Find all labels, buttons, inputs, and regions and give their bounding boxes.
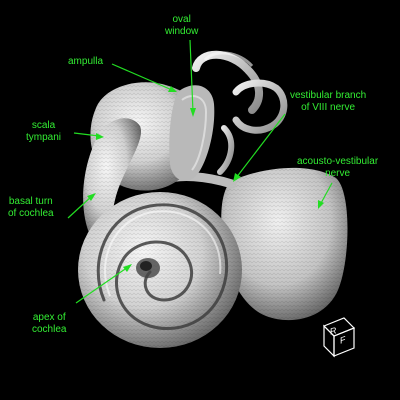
arrowhead-oval-window: [190, 108, 196, 117]
label-acousto-vestibular: acousto-vestibular nerve: [297, 156, 378, 180]
cochlea-shape: [78, 192, 242, 348]
arrowhead-scala-tympani: [96, 133, 104, 140]
leader-acousto-vestibular: [319, 182, 333, 206]
arrowhead-basal-turn: [87, 193, 96, 201]
orientation-cube-f: F: [340, 334, 346, 346]
leader-vestibular-branch: [235, 113, 286, 179]
label-ampulla-line-1: ampulla: [68, 56, 104, 67]
orientation-cube-r: R: [330, 325, 337, 337]
label-scala-tympani-line-2: tympani: [26, 132, 62, 143]
semicircular-canals: [192, 50, 288, 175]
arrowhead-acousto-vestibular: [318, 200, 324, 209]
acousto-vestibular-nerve-shape: [157, 167, 348, 321]
leader-scala-tympani: [73, 132, 100, 137]
orientation-cube-wireframe: [322, 317, 356, 358]
label-oval-window-line-2: window: [165, 26, 199, 37]
label-basal-turn: basal turn of cochlea: [8, 196, 54, 220]
arrowhead-apex: [123, 264, 132, 272]
label-scala-tympani-line-1: scala: [31, 120, 56, 131]
label-apex-line-2: cochlea: [32, 324, 67, 335]
label-scala-tympani: scala tympani: [26, 120, 61, 144]
leader-lines: [67, 39, 333, 304]
arrowhead-ampulla: [168, 86, 177, 92]
label-acousto-vestibular-line-1: acousto-vestibular: [297, 156, 379, 167]
label-vestibular-branch-line-1: vestibular branch: [290, 90, 367, 101]
leader-oval-window: [189, 39, 194, 113]
label-acousto-vestibular-line-2: nerve: [325, 168, 351, 179]
label-vestibular-branch-line-2: of VIII nerve: [301, 102, 356, 113]
leader-basal-turn: [67, 195, 93, 219]
orientation-cube: R F: [318, 318, 354, 354]
label-basal-turn-line-1: basal turn: [8, 196, 53, 207]
arrowhead-vestibular-branch: [233, 173, 241, 182]
leader-ampulla: [111, 63, 173, 91]
label-oval-window: oval window: [165, 14, 198, 38]
oval-window-shape: [169, 85, 215, 181]
scala-tympani-shape: [83, 118, 142, 246]
label-oval-window-line-1: oval: [172, 14, 191, 25]
label-ampulla: ampulla: [68, 56, 103, 68]
label-apex: apex of cochlea: [32, 312, 66, 336]
label-apex-line-1: apex of: [32, 312, 66, 323]
label-basal-turn-line-2: of cochlea: [8, 208, 54, 219]
label-vestibular-branch: vestibular branch of VIII nerve: [290, 90, 366, 114]
leader-apex: [75, 266, 129, 304]
